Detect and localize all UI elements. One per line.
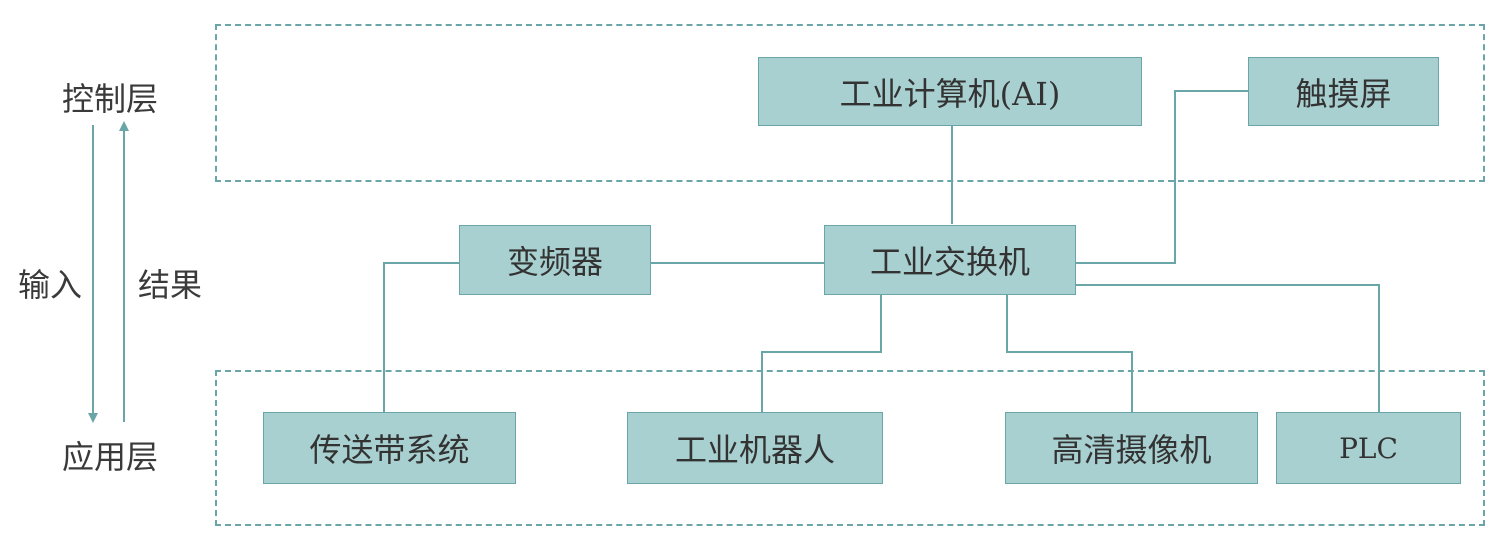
- plc-node: PLC: [1276, 412, 1461, 484]
- industrial-computer-node: 工业计算机(AI): [758, 57, 1142, 126]
- industrial-robot-node: 工业机器人: [627, 412, 883, 484]
- inverter-node: 变频器: [459, 225, 651, 295]
- link-switch-touchscreen: [1076, 90, 1248, 264]
- application-layer-zone: [215, 370, 1485, 526]
- conveyor-system-node: 传送带系统: [263, 412, 516, 484]
- link-switch-camera: [1006, 295, 1133, 412]
- link-inverter-conveyor: [383, 262, 459, 412]
- link-switch-robot: [761, 295, 882, 412]
- result-label: 结果: [138, 266, 203, 304]
- input-label: 输入: [18, 266, 83, 304]
- hd-camera-node: 高清摄像机: [1005, 412, 1258, 484]
- control-layer-label: 控制层: [62, 80, 159, 118]
- link-switch-plc: [1076, 284, 1380, 412]
- application-layer-label: 应用层: [62, 438, 159, 476]
- control-layer-zone: [215, 24, 1485, 182]
- industrial-switch-node: 工业交换机: [824, 225, 1076, 295]
- touchscreen-node: 触摸屏: [1248, 57, 1439, 126]
